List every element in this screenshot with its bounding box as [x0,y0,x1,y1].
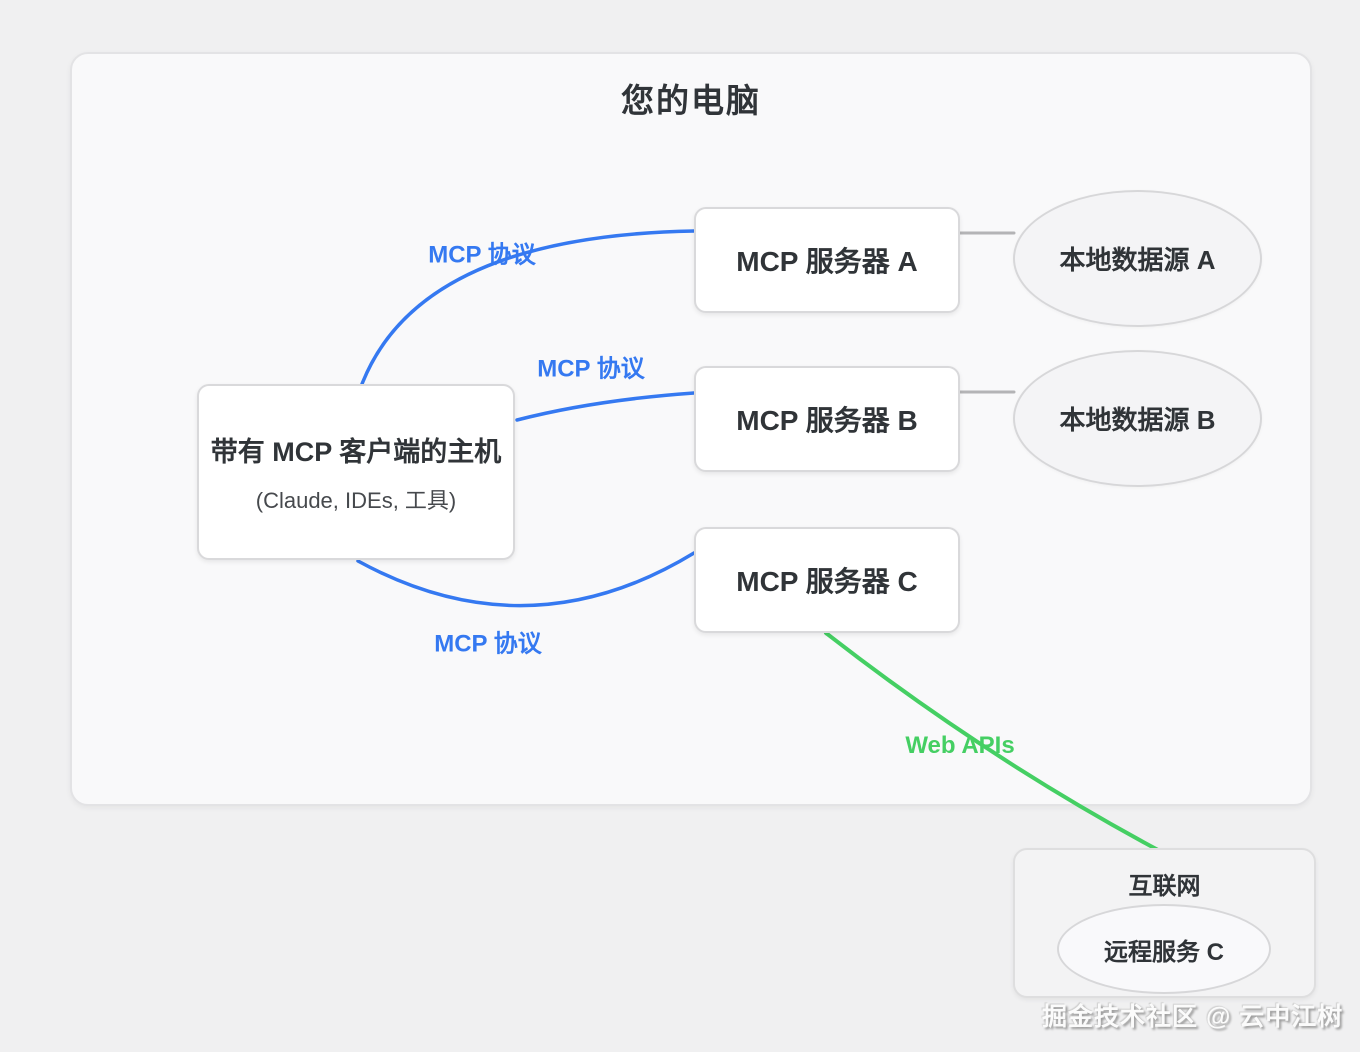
local-data-source-b-node: 本地数据源 B [1013,350,1262,487]
remote-service-label: 远程服务 C [1104,938,1224,966]
internet-node: 互联网 远程服务 C [1013,848,1316,998]
mcp-protocol-label-b: MCP 协议 [537,355,645,383]
local-data-source-a-node: 本地数据源 A [1013,190,1262,327]
server-b-label: MCP 服务器 B [736,405,918,436]
mcp-protocol-label-a: MCP 协议 [428,241,536,269]
server-c-label: MCP 服务器 C [736,566,918,597]
mcp-server-a-node: MCP 服务器 A [694,207,960,313]
mcp-server-c-node: MCP 服务器 C [694,527,960,633]
data-source-b-label: 本地数据源 B [1059,405,1216,435]
web-apis-label: Web APIs [905,732,1015,759]
host-title: 带有 MCP 客户端的主机 [210,436,502,467]
data-source-a-label: 本地数据源 A [1059,245,1216,275]
computer-title: 您的电脑 [621,82,761,119]
watermark: 掘金技术社区 @ 云中江树 [1042,1003,1344,1031]
internet-title: 互联网 [1128,873,1201,900]
mcp-protocol-label-c: MCP 协议 [434,630,542,658]
server-a-label: MCP 服务器 A [736,246,918,277]
remote-service-c-node: 远程服务 C [1057,904,1271,994]
host-node: 带有 MCP 客户端的主机 (Claude, IDEs, 工具) [197,384,515,560]
host-subtitle: (Claude, IDEs, 工具) [255,487,457,513]
mcp-server-b-node: MCP 服务器 B [694,366,960,472]
